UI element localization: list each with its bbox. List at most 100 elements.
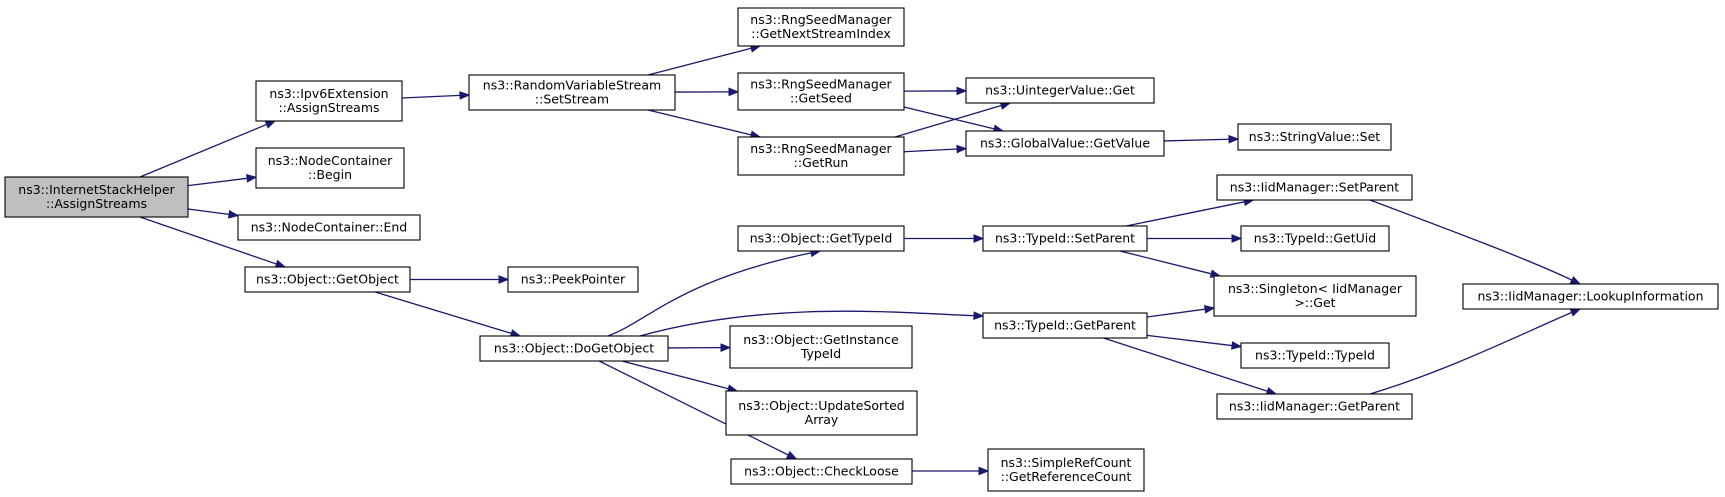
node-n0[interactable]: ns3::InternetStackHelper::AssignStreams <box>4 176 189 218</box>
node-box <box>982 225 1148 252</box>
edge-n7-n13 <box>621 360 729 390</box>
edge-n1-n5 <box>401 94 461 99</box>
edge-n18-n25 <box>1103 337 1268 392</box>
node-label-line: ::AssignStreams <box>278 100 379 115</box>
node-label-line: ns3::NodeContainer <box>268 153 393 168</box>
node-label-line: ::GetNextStreamIndex <box>751 26 890 41</box>
node-n6[interactable]: ns3::PeekPointer <box>507 266 639 293</box>
node-label-line: ns3::RngSeedManager <box>750 76 892 91</box>
node-label-line: ns3::Object::GetObject <box>256 271 399 286</box>
node-n25[interactable]: ns3::IidManager::GetParent <box>1216 393 1413 420</box>
node-n5[interactable]: ns3::RandomVariableStream::SetStream <box>468 74 676 111</box>
node-n23[interactable]: ns3::Singleton< IidManager >::Get <box>1213 275 1417 317</box>
arrow-head-icon <box>973 234 985 243</box>
node-label-line: ns3::Object::DoGetObject <box>494 340 654 355</box>
node-n24[interactable]: ns3::TypeId::TypeId <box>1240 342 1390 369</box>
node-box <box>730 458 913 485</box>
arrow-head-icon <box>274 259 287 269</box>
edge-n18-n23 <box>1146 308 1206 318</box>
node-n10[interactable]: ns3::RngSeedManager::GetRun <box>737 136 905 176</box>
node-label-line: ns3::Object::UpdateSorted <box>738 398 904 413</box>
node-box <box>237 214 421 241</box>
arrow-head-icon <box>978 466 990 476</box>
node-label-line: ns3::IidManager::LookupInformation <box>1477 288 1703 303</box>
edge-n10-n16 <box>903 148 958 153</box>
edge-n4-n7 <box>374 291 512 335</box>
node-box <box>982 312 1148 339</box>
node-n3[interactable]: ns3::NodeContainer::End <box>237 214 421 241</box>
node-n8[interactable]: ns3::RngSeedManager::GetNextStreamIndex <box>737 7 905 47</box>
arrow-head-icon <box>246 174 258 183</box>
arrow-head-icon <box>1204 304 1216 314</box>
node-n1[interactable]: ns3::Ipv6Extension::AssignStreams <box>255 80 403 122</box>
node-n17[interactable]: ns3::TypeId::SetParent <box>982 225 1148 252</box>
node-box <box>1213 275 1417 317</box>
edge-n0-n3 <box>187 208 230 216</box>
node-box <box>737 225 905 252</box>
arrow-head-icon <box>228 210 240 219</box>
node-label-line: ::AssignStreams <box>46 196 147 211</box>
edge-n5-n8 <box>647 47 752 76</box>
node-n22[interactable]: ns3::TypeId::GetUid <box>1240 225 1390 252</box>
arrow-head-icon <box>720 343 732 352</box>
arrow-head-icon <box>1228 134 1240 144</box>
node-box <box>965 130 1165 157</box>
edge-n9-n16 <box>903 106 995 130</box>
edge-n0-n4 <box>139 216 277 265</box>
arrow-head-icon <box>956 86 968 96</box>
node-n9[interactable]: ns3::RngSeedManager::GetSeed <box>737 72 905 111</box>
arrow-head-icon <box>728 87 740 97</box>
arrow-head-icon <box>264 120 277 129</box>
arrow-head-icon <box>785 450 798 460</box>
node-n14[interactable]: ns3::Object::CheckLoose <box>730 458 913 485</box>
edge-n18-n24 <box>1146 334 1233 347</box>
node-n16[interactable]: ns3::GlobalValue::GetValue <box>965 130 1165 157</box>
node-n7[interactable]: ns3::Object::DoGetObject <box>479 335 669 362</box>
node-label-line: ns3::Singleton< IidManager <box>1228 281 1403 296</box>
edge-n0-n2 <box>187 177 248 187</box>
node-label-line: Array <box>805 412 839 427</box>
node-box <box>1462 283 1719 310</box>
node-n26[interactable]: ns3::IidManager::LookupInformation <box>1462 283 1719 310</box>
node-n19[interactable]: ns3::SimpleRefCount::GetReferenceCount <box>987 448 1145 492</box>
node-label-line: ns3::RandomVariableStream <box>483 77 661 92</box>
node-label-line: ::GetRun <box>794 155 849 170</box>
node-label-line: ::SetStream <box>535 91 609 106</box>
node-box <box>4 176 189 218</box>
node-label-line: ns3::TypeId::GetParent <box>994 317 1136 332</box>
arrow-head-icon <box>956 144 968 154</box>
edge-n17-n23 <box>1119 250 1212 275</box>
node-n21[interactable]: ns3::IidManager::SetParent <box>1216 174 1413 201</box>
node-label-line: ns3::SimpleRefCount <box>1001 455 1132 470</box>
node-label-line: ns3::TypeId::SetParent <box>995 230 1135 245</box>
node-box <box>507 266 639 293</box>
node-n4[interactable]: ns3::Object::GetObject <box>244 266 411 293</box>
edge-n7-n18 <box>639 310 975 337</box>
node-n15[interactable]: ns3::UintegerValue::Get <box>965 77 1155 104</box>
node-n18[interactable]: ns3::TypeId::GetParent <box>982 312 1148 339</box>
edge-n10-n15 <box>894 104 1002 138</box>
node-n20[interactable]: ns3::StringValue::Set <box>1237 123 1392 151</box>
node-box <box>1237 123 1392 151</box>
node-n2[interactable]: ns3::NodeContainer::Begin <box>255 147 405 189</box>
node-box <box>468 74 676 111</box>
node-n11[interactable]: ns3::Object::GetTypeId <box>737 225 905 252</box>
node-box <box>729 325 913 369</box>
edge-n5-n10 <box>647 109 752 136</box>
node-label-line: ns3::NodeContainer::End <box>251 219 407 234</box>
edge-n21-n26 <box>1369 199 1573 281</box>
node-box <box>725 390 918 436</box>
edge-n25-n26 <box>1369 311 1572 395</box>
node-label-line: >::Get <box>1294 295 1335 310</box>
edge-n0-n1 <box>139 123 267 178</box>
node-label-line: ns3::UintegerValue::Get <box>985 82 1135 97</box>
node-box <box>737 136 905 176</box>
arrow-head-icon <box>498 275 510 284</box>
arrow-head-icon <box>1569 275 1582 285</box>
node-box <box>965 77 1155 104</box>
arrow-head-icon <box>1231 341 1243 350</box>
node-label-line: ns3::IidManager::SetParent <box>1230 179 1400 194</box>
